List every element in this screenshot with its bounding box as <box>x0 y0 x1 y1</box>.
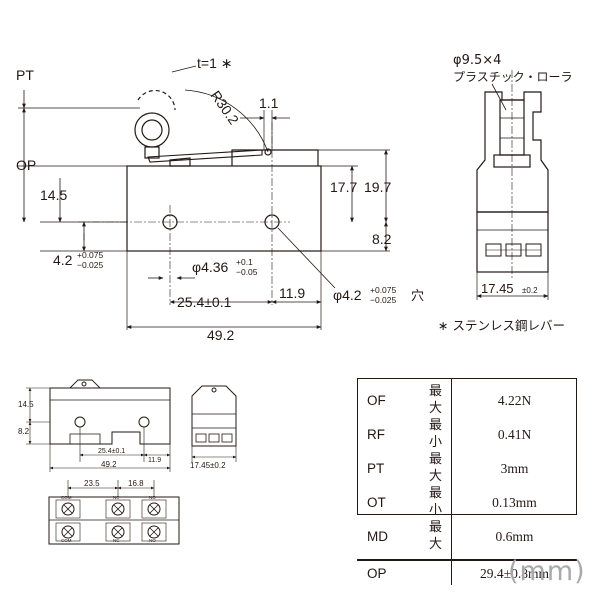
d492-label: 49.2 <box>207 327 234 343</box>
spec-row-of: OF 最大 4.22N <box>357 378 577 417</box>
t1-label: t=1 ∗ <box>197 55 232 71</box>
d82-label: 8.2 <box>372 231 392 247</box>
phi436-plus: +0.1 <box>236 257 253 267</box>
phi436-minus: −0.05 <box>236 267 258 277</box>
hinge-pin <box>264 148 272 156</box>
phi42-base: φ4.2 <box>333 287 362 303</box>
small-d254: 25.4±0.1 <box>98 448 125 455</box>
spec-row-rf: RF 最小 0.41N <box>357 417 577 451</box>
roller-bracket <box>144 146 160 159</box>
d11-label: 1.1 <box>259 95 279 111</box>
lever-note: ∗ ステンレス鋼レバー <box>438 318 565 333</box>
side-terminals <box>485 243 542 257</box>
spec-value: 4.22N <box>451 378 577 417</box>
hole-leader <box>277 227 336 289</box>
switch-body <box>126 165 322 252</box>
main-front-view <box>18 65 390 330</box>
lever-foot <box>169 157 191 167</box>
d177-label: 17.7 <box>330 179 357 195</box>
terminal-label-bottom-nc: NC <box>113 538 120 543</box>
main-view-labels: PT OP t=1 ∗ R30.2 1.1 14.5 17.7 19.7 8.2… <box>16 55 424 343</box>
pt-label: PT <box>16 67 34 83</box>
terminal-labels: 23.5 16.8 COM NC NO COM NC NO <box>61 479 156 543</box>
small-body <box>49 387 171 445</box>
d254-label: 25.4±0.1 <box>177 294 232 310</box>
side-body <box>476 211 549 273</box>
side-view <box>476 70 549 300</box>
side-view-labels: φ9.5×4 プラスチック・ローラ 17.45 ±0.2 ∗ ステンレス鋼レバー <box>438 53 573 333</box>
phi42-suffix: 穴 <box>411 289 424 304</box>
spec-op-value: 29.4±0.8mm <box>451 559 577 585</box>
radius-leader <box>184 89 269 153</box>
spec-table: OF 最大 4.22N RF 最小 0.41N PT 最大 3mm OT 最小 … <box>357 378 577 585</box>
op-label: OP <box>16 157 36 173</box>
roller-hub <box>141 119 163 141</box>
terminal-label-bottom-com: COM <box>61 538 72 543</box>
spec-label: PT <box>367 460 385 476</box>
d42-plus: +0.075 <box>77 250 104 260</box>
spec-value: 0.41N <box>451 417 577 451</box>
unit-label: (mm) <box>508 556 586 587</box>
r302-label: R30.2 <box>208 88 243 128</box>
spec-row-pt: PT 最大 3mm <box>357 451 577 485</box>
small-d145: 14.5 <box>18 400 34 409</box>
side-housing <box>476 91 549 213</box>
phi436-base: φ4.36 <box>192 259 229 275</box>
terminal-d168: 16.8 <box>128 479 144 488</box>
d197-label: 19.7 <box>364 179 391 195</box>
d119-label: 11.9 <box>279 285 305 301</box>
side-width: 17.45 <box>481 281 514 296</box>
terminal-d235: 23.5 <box>84 479 100 488</box>
small-d82: 8.2 <box>18 427 30 436</box>
terminal-label-bottom-no: NO <box>149 538 156 543</box>
spec-label: RF <box>367 426 385 442</box>
spec-qualifier: 最大 <box>429 520 443 552</box>
roller-leader <box>491 83 507 111</box>
spec-row-md: MD 最大 0.6mm <box>357 519 577 560</box>
small-front-labels: 14.5 8.2 25.4±0.1 11.9 49.2 <box>18 400 161 469</box>
t1-leader <box>171 65 197 73</box>
d145-label: 14.5 <box>40 187 67 203</box>
small-front-view <box>26 379 171 472</box>
terminal-label-top-nc: NC <box>113 495 120 500</box>
spec-qualifier: 最小 <box>429 418 443 450</box>
small-side-width: 17.45±0.2 <box>190 461 226 470</box>
spec-label: OT <box>367 494 386 510</box>
roller-pretravel-arc <box>137 89 176 111</box>
lever <box>147 149 263 163</box>
plunger-housing <box>231 149 319 166</box>
phi42-minus: −0.025 <box>370 295 397 305</box>
d42-minus: −0.025 <box>77 260 104 270</box>
side-width-tol: ±0.2 <box>522 286 538 295</box>
spec-qualifier: 最大 <box>429 452 443 484</box>
terminal-screws <box>61 502 161 539</box>
spec-value: 0.6mm <box>451 519 577 560</box>
spec-value: 3mm <box>451 451 577 485</box>
spec-qualifier: 最大 <box>429 384 443 416</box>
spec-value: 0.13mm <box>451 485 577 519</box>
spec-op-label: OP <box>357 559 452 585</box>
roller-label: プラスチック・ローラ <box>453 70 573 84</box>
terminal-view <box>48 480 180 545</box>
small-side-view <box>191 385 237 462</box>
roller <box>134 112 170 148</box>
small-d492: 49.2 <box>101 460 117 469</box>
spec-qualifier: 最小 <box>429 486 443 518</box>
terminal-label-top-com: COM <box>61 495 72 500</box>
spec-row-ot: OT 最小 0.13mm <box>357 485 577 519</box>
d42-base: 4.2 <box>53 252 73 268</box>
roller-spec: φ9.5×4 <box>453 53 501 68</box>
spec-row-op: OP 29.4±0.8mm <box>357 559 577 585</box>
phi42-plus: +0.075 <box>370 285 397 295</box>
spec-label: MD <box>367 528 388 544</box>
small-d119: 11.9 <box>148 457 161 464</box>
spec-label: OF <box>367 392 386 408</box>
terminal-label-top-no: NO <box>149 495 156 500</box>
